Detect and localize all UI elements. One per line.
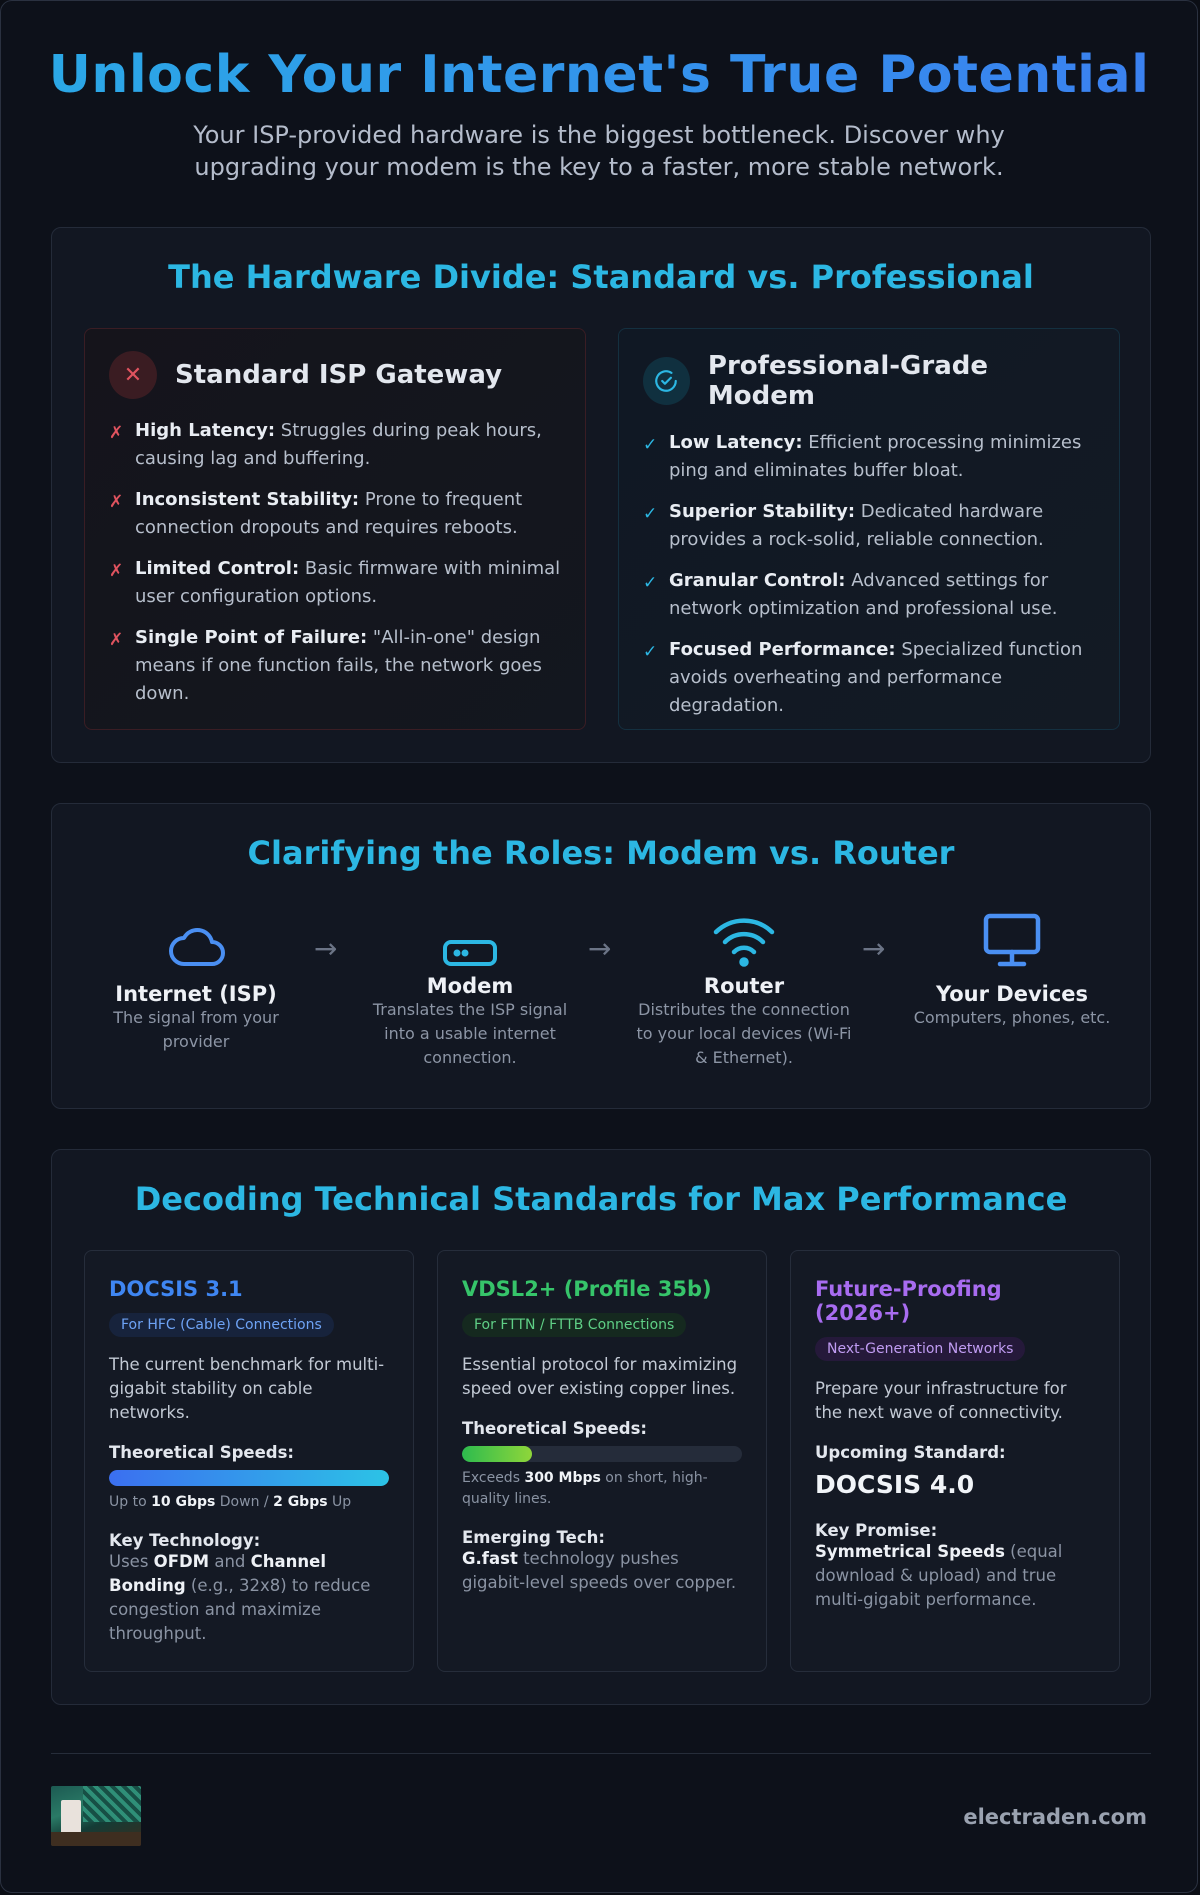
node-desc: Translates the ISP signal into a usable … [372, 1000, 568, 1067]
modem-icon [360, 904, 580, 968]
benefit-list: ✓Low Latency: Efficient processing minim… [643, 429, 1095, 720]
speed-bar [462, 1446, 742, 1462]
card-title: DOCSIS 3.1 [109, 1277, 243, 1301]
tech-label: Emerging Tech: [462, 1528, 605, 1547]
node-title: Internet (ISP) [115, 982, 277, 1006]
standards-section: Decoding Technical Standards for Max Per… [51, 1149, 1151, 1705]
cross-mark-icon: ✗ [109, 423, 124, 443]
check-mark-icon: ✓ [643, 504, 658, 524]
speed-bar [109, 1470, 389, 1486]
monitor-icon [902, 904, 1122, 968]
speed-bar-fill [462, 1446, 532, 1462]
page-subtitle: Your ISP-provided hardware is the bigges… [193, 121, 1005, 181]
connection-tag: For FTTN / FTTB Connections [462, 1313, 687, 1337]
future-card: Future-Proofing (2026+) Next-Generation … [790, 1250, 1120, 1672]
footer-divider [51, 1753, 1151, 1754]
vdsl-card: VDSL2+ (Profile 35b) For FTTN / FTTB Con… [437, 1250, 767, 1672]
check-mark-icon: ✓ [643, 642, 658, 662]
flow-node-devices: Your Devices Computers, phones, etc. [902, 904, 1122, 1030]
node-desc: Distributes the connection to your local… [636, 1000, 852, 1067]
node-title: Router [703, 974, 785, 998]
arrow-icon: → [588, 932, 612, 965]
promise-desc: Symmetrical Speeds (equal download & upl… [815, 1542, 1063, 1609]
list-item: ✓Granular Control: Advanced settings for… [643, 567, 1095, 623]
list-item: ✗Single Point of Failure: "All-in-one" d… [109, 624, 561, 708]
list-item: ✗Inconsistent Stability: Prone to freque… [109, 486, 561, 542]
section-title: The Hardware Divide: Standard vs. Profes… [168, 258, 1034, 296]
standard-gateway-panel: ✕ Standard ISP Gateway ✗High Latency: St… [84, 328, 586, 730]
hardware-divide-section: The Hardware Divide: Standard vs. Profes… [51, 227, 1151, 763]
list-item: ✓Low Latency: Efficient processing minim… [643, 429, 1095, 485]
node-title: Modem [426, 974, 514, 998]
list-item: ✗Limited Control: Basic firmware with mi… [109, 555, 561, 611]
tech-label: Key Technology: [109, 1531, 261, 1550]
speed-bar-fill [109, 1470, 389, 1486]
check-mark-icon: ✓ [643, 573, 658, 593]
panel-title: Professional-Grade Modem [707, 351, 989, 411]
roles-section: Clarifying the Roles: Modem vs. Router I… [51, 803, 1151, 1109]
site-name[interactable]: electraden.com [963, 1805, 1147, 1829]
node-title: Your Devices [935, 982, 1089, 1006]
card-desc: Essential protocol for maximizing speed … [462, 1355, 738, 1398]
check-circle-icon [643, 357, 690, 405]
tech-desc: G.fast technology pushes gigabit-level s… [462, 1549, 737, 1592]
professional-modem-panel: Professional-Grade Modem ✓Low Latency: E… [618, 328, 1120, 730]
cloud-icon [86, 904, 306, 968]
tech-desc: Uses OFDM and Channel Bonding (e.g., 32x… [109, 1552, 371, 1643]
connection-tag: For HFC (Cable) Connections [109, 1313, 334, 1337]
card-title: VDSL2+ (Profile 35b) [462, 1277, 712, 1301]
node-desc: Computers, phones, etc. [913, 1008, 1111, 1027]
promise-label: Key Promise: [815, 1521, 938, 1540]
cross-mark-icon: ✗ [109, 492, 124, 512]
list-item: ✓Superior Stability: Dedicated hardware … [643, 498, 1095, 554]
connection-flow: Internet (ISP) The signal from your prov… [52, 904, 1152, 1084]
flow-node-internet: Internet (ISP) The signal from your prov… [86, 904, 306, 1054]
upcoming-value: DOCSIS 4.0 [815, 1470, 975, 1499]
x-icon: ✕ [109, 351, 157, 399]
card-desc: The current benchmark for multi-gigabit … [109, 1355, 385, 1422]
list-item: ✗High Latency: Struggles during peak hou… [109, 417, 561, 473]
speeds-label: Theoretical Speeds: [462, 1419, 648, 1438]
speeds-label: Theoretical Speeds: [109, 1443, 295, 1462]
footer-thumbnail-image [51, 1786, 141, 1846]
node-desc: The signal from your provider [113, 1008, 279, 1051]
arrow-icon: → [862, 932, 886, 965]
cross-mark-icon: ✗ [109, 561, 124, 581]
upcoming-label: Upcoming Standard: [815, 1443, 1006, 1462]
network-tag: Next-Generation Networks [815, 1337, 1026, 1361]
hero: Unlock Your Internet's True Potential Yo… [1, 1, 1197, 183]
flow-node-modem: Modem Translates the ISP signal into a u… [360, 904, 580, 1070]
drawback-list: ✗High Latency: Struggles during peak hou… [109, 417, 561, 708]
speed-note: Up to 10 Gbps Down / 2 Gbps Up [109, 1494, 352, 1510]
list-item: ✓Focused Performance: Specialized functi… [643, 636, 1095, 720]
arrow-icon: → [314, 932, 338, 965]
card-title: Future-Proofing (2026+) [815, 1277, 1002, 1325]
cross-mark-icon: ✗ [109, 630, 124, 650]
card-desc: Prepare your infrastructure for the next… [815, 1379, 1067, 1422]
wifi-icon [634, 904, 854, 968]
section-title: Decoding Technical Standards for Max Per… [134, 1180, 1068, 1218]
panel-title: Standard ISP Gateway [175, 360, 503, 390]
docsis-card: DOCSIS 3.1 For HFC (Cable) Connections T… [84, 1250, 414, 1672]
section-title: Clarifying the Roles: Modem vs. Router [247, 834, 955, 872]
flow-node-router: Router Distributes the connection to you… [634, 904, 854, 1070]
page-title: Unlock Your Internet's True Potential [1, 45, 1197, 105]
speed-note: Exceeds 300 Mbps on short, high-quality … [462, 1470, 708, 1507]
check-mark-icon: ✓ [643, 435, 658, 455]
